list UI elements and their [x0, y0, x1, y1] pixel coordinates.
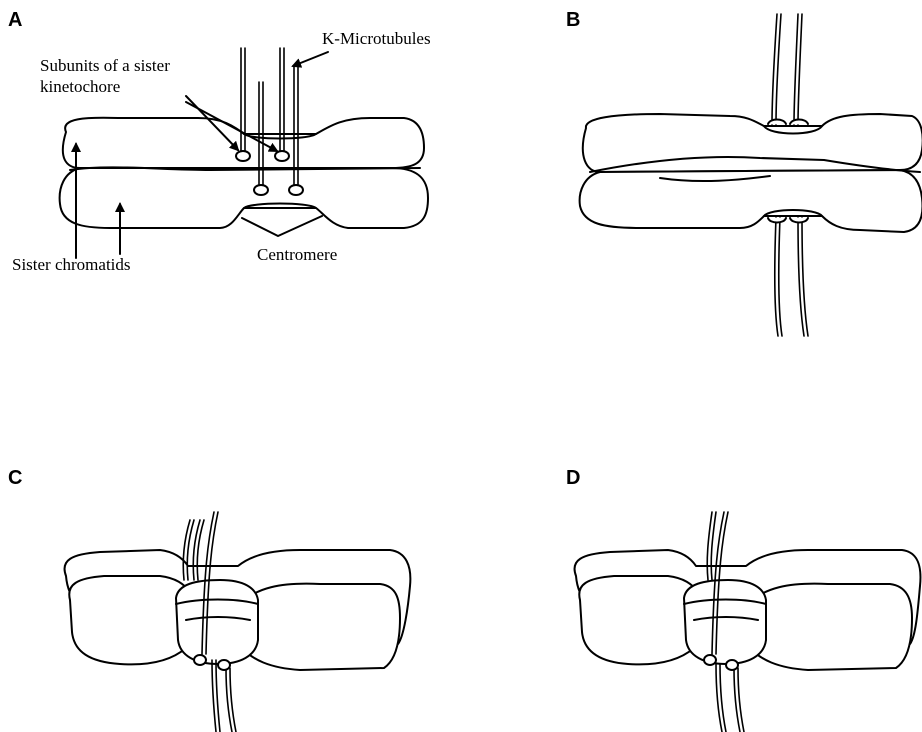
- label-subunits-line2: kinetochore: [40, 77, 120, 96]
- arrow-k-microtubules: [293, 52, 328, 66]
- panel-d-kinetochore-1: [704, 655, 716, 665]
- panel-b-lower-chromatid: [580, 170, 922, 232]
- kinetochore-subunit-1: [236, 151, 250, 161]
- panel-c-front-chromatid: [69, 576, 190, 664]
- label-centromere: Centromere: [257, 245, 337, 264]
- panel-c-centromere: [176, 580, 258, 664]
- panel-d-chromosome: [574, 550, 920, 670]
- label-sister-chromatids: Sister chromatids: [12, 255, 131, 274]
- panel-b-upper-chromatid: [583, 114, 922, 172]
- panel-c-right-arm: [240, 584, 400, 670]
- panel-a-letter: A: [8, 9, 22, 31]
- kinetochore-subunit-3: [254, 185, 268, 195]
- panel-c-chromosome: [64, 550, 410, 670]
- panel-a: A K-Microtubules Subunits of a sister ki…: [8, 9, 431, 274]
- panel-d-front-chromatid: [579, 576, 698, 664]
- panel-d: D: [566, 467, 920, 732]
- panel-c: C: [8, 467, 410, 732]
- centromere-bracket: [242, 216, 322, 236]
- panel-b-chromosome: [580, 114, 922, 232]
- panel-c-letter: C: [8, 467, 22, 489]
- panel-d-centromere: [684, 580, 766, 664]
- label-k-microtubules: K-Microtubules: [322, 29, 431, 48]
- kinetochore-subunit-2: [275, 151, 289, 161]
- panel-c-kinetochore-2: [218, 660, 230, 670]
- label-subunits-line1: Subunits of a sister: [40, 56, 170, 75]
- panel-d-right-arm: [748, 584, 912, 670]
- panel-b-letter: B: [566, 9, 580, 31]
- panel-d-kinetochore-2: [726, 660, 738, 670]
- kinetochore-subunit-4: [289, 185, 303, 195]
- panel-b-upper-kinetochores: [768, 120, 808, 125]
- panel-d-letter: D: [566, 467, 580, 489]
- panel-c-kinetochore-1: [194, 655, 206, 665]
- panel-b: B: [566, 9, 922, 336]
- panel-b-lower-kinetochores: [768, 218, 808, 223]
